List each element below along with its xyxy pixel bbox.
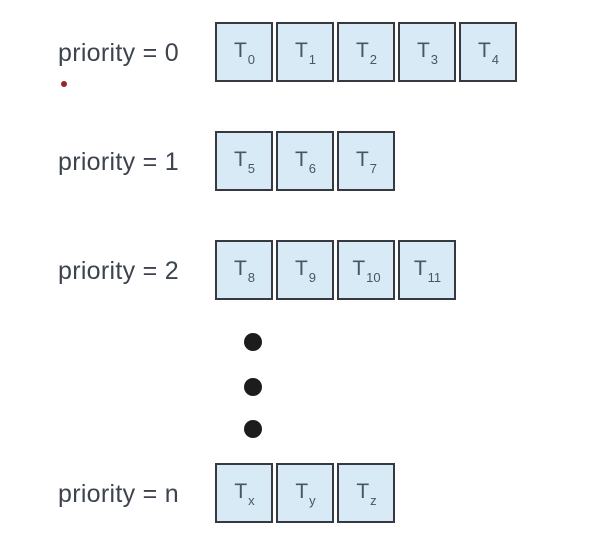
priority-label: priority = n — [58, 479, 180, 508]
ellipsis-dot — [244, 420, 262, 438]
thread-subscript: 0 — [247, 52, 256, 68]
thread-subscript: z — [370, 493, 377, 509]
thread-subscript: 8 — [247, 270, 256, 286]
thread-cell: T1 — [276, 22, 334, 82]
priority-row: priority = 2 T8 T9 T10 T11 — [0, 240, 606, 302]
thread-cell: T11 — [398, 240, 456, 300]
thread-cell: Ty — [276, 463, 334, 523]
thread-label: T3 — [416, 38, 439, 68]
thread-label: Ty — [295, 479, 316, 509]
thread-subscript: 7 — [369, 161, 378, 177]
thread-label: T10 — [352, 256, 381, 286]
thread-subscript: 3 — [430, 52, 439, 68]
priority-label: priority = 2 — [58, 256, 180, 285]
thread-cell: Tx — [215, 463, 273, 523]
thread-cell: T9 — [276, 240, 334, 300]
thread-cell: T5 — [215, 131, 273, 191]
queue-cells: T8 T9 T10 T11 — [215, 240, 456, 300]
stray-red-dot — [61, 81, 67, 87]
thread-subscript: 2 — [369, 52, 378, 68]
ellipsis-dot — [244, 333, 262, 351]
thread-subscript: 9 — [308, 270, 317, 286]
thread-subscript: 5 — [247, 161, 256, 177]
thread-label: T0 — [233, 38, 256, 68]
thread-subscript: 6 — [308, 161, 317, 177]
thread-cell: T7 — [337, 131, 395, 191]
thread-label: Tz — [356, 479, 377, 509]
priority-row: priority = n Tx Ty Tz — [0, 463, 606, 525]
thread-cell: T10 — [337, 240, 395, 300]
thread-label: T5 — [233, 147, 256, 177]
thread-label: T2 — [355, 38, 378, 68]
thread-subscript: 1 — [308, 52, 317, 68]
priority-row: priority = 1 T5 T6 T7 — [0, 131, 606, 193]
thread-cell: T4 — [459, 22, 517, 82]
priority-row: priority = 0 T0 T1 T2 T3 T4 — [0, 22, 606, 84]
thread-cell: T2 — [337, 22, 395, 82]
thread-subscript: y — [309, 493, 316, 509]
thread-label: T6 — [294, 147, 317, 177]
thread-label: T4 — [477, 38, 500, 68]
thread-subscript: 10 — [366, 270, 381, 286]
thread-subscript: 11 — [427, 270, 442, 286]
thread-label: T7 — [355, 147, 378, 177]
thread-cell: T0 — [215, 22, 273, 82]
ellipsis-dot — [244, 378, 262, 396]
thread-cell: T3 — [398, 22, 456, 82]
thread-subscript: x — [248, 493, 255, 509]
thread-cell: T6 — [276, 131, 334, 191]
thread-label: T1 — [294, 38, 317, 68]
thread-cell: T8 — [215, 240, 273, 300]
thread-label: T8 — [233, 256, 256, 286]
thread-cell: Tz — [337, 463, 395, 523]
queue-cells: Tx Ty Tz — [215, 463, 395, 523]
priority-label: priority = 0 — [58, 38, 180, 67]
thread-subscript: 4 — [491, 52, 500, 68]
thread-label: T9 — [294, 256, 317, 286]
queue-cells: T5 T6 T7 — [215, 131, 395, 191]
thread-label: T11 — [413, 256, 442, 286]
priority-label: priority = 1 — [58, 147, 180, 176]
thread-label: Tx — [234, 479, 255, 509]
queue-cells: T0 T1 T2 T3 T4 — [215, 22, 517, 82]
